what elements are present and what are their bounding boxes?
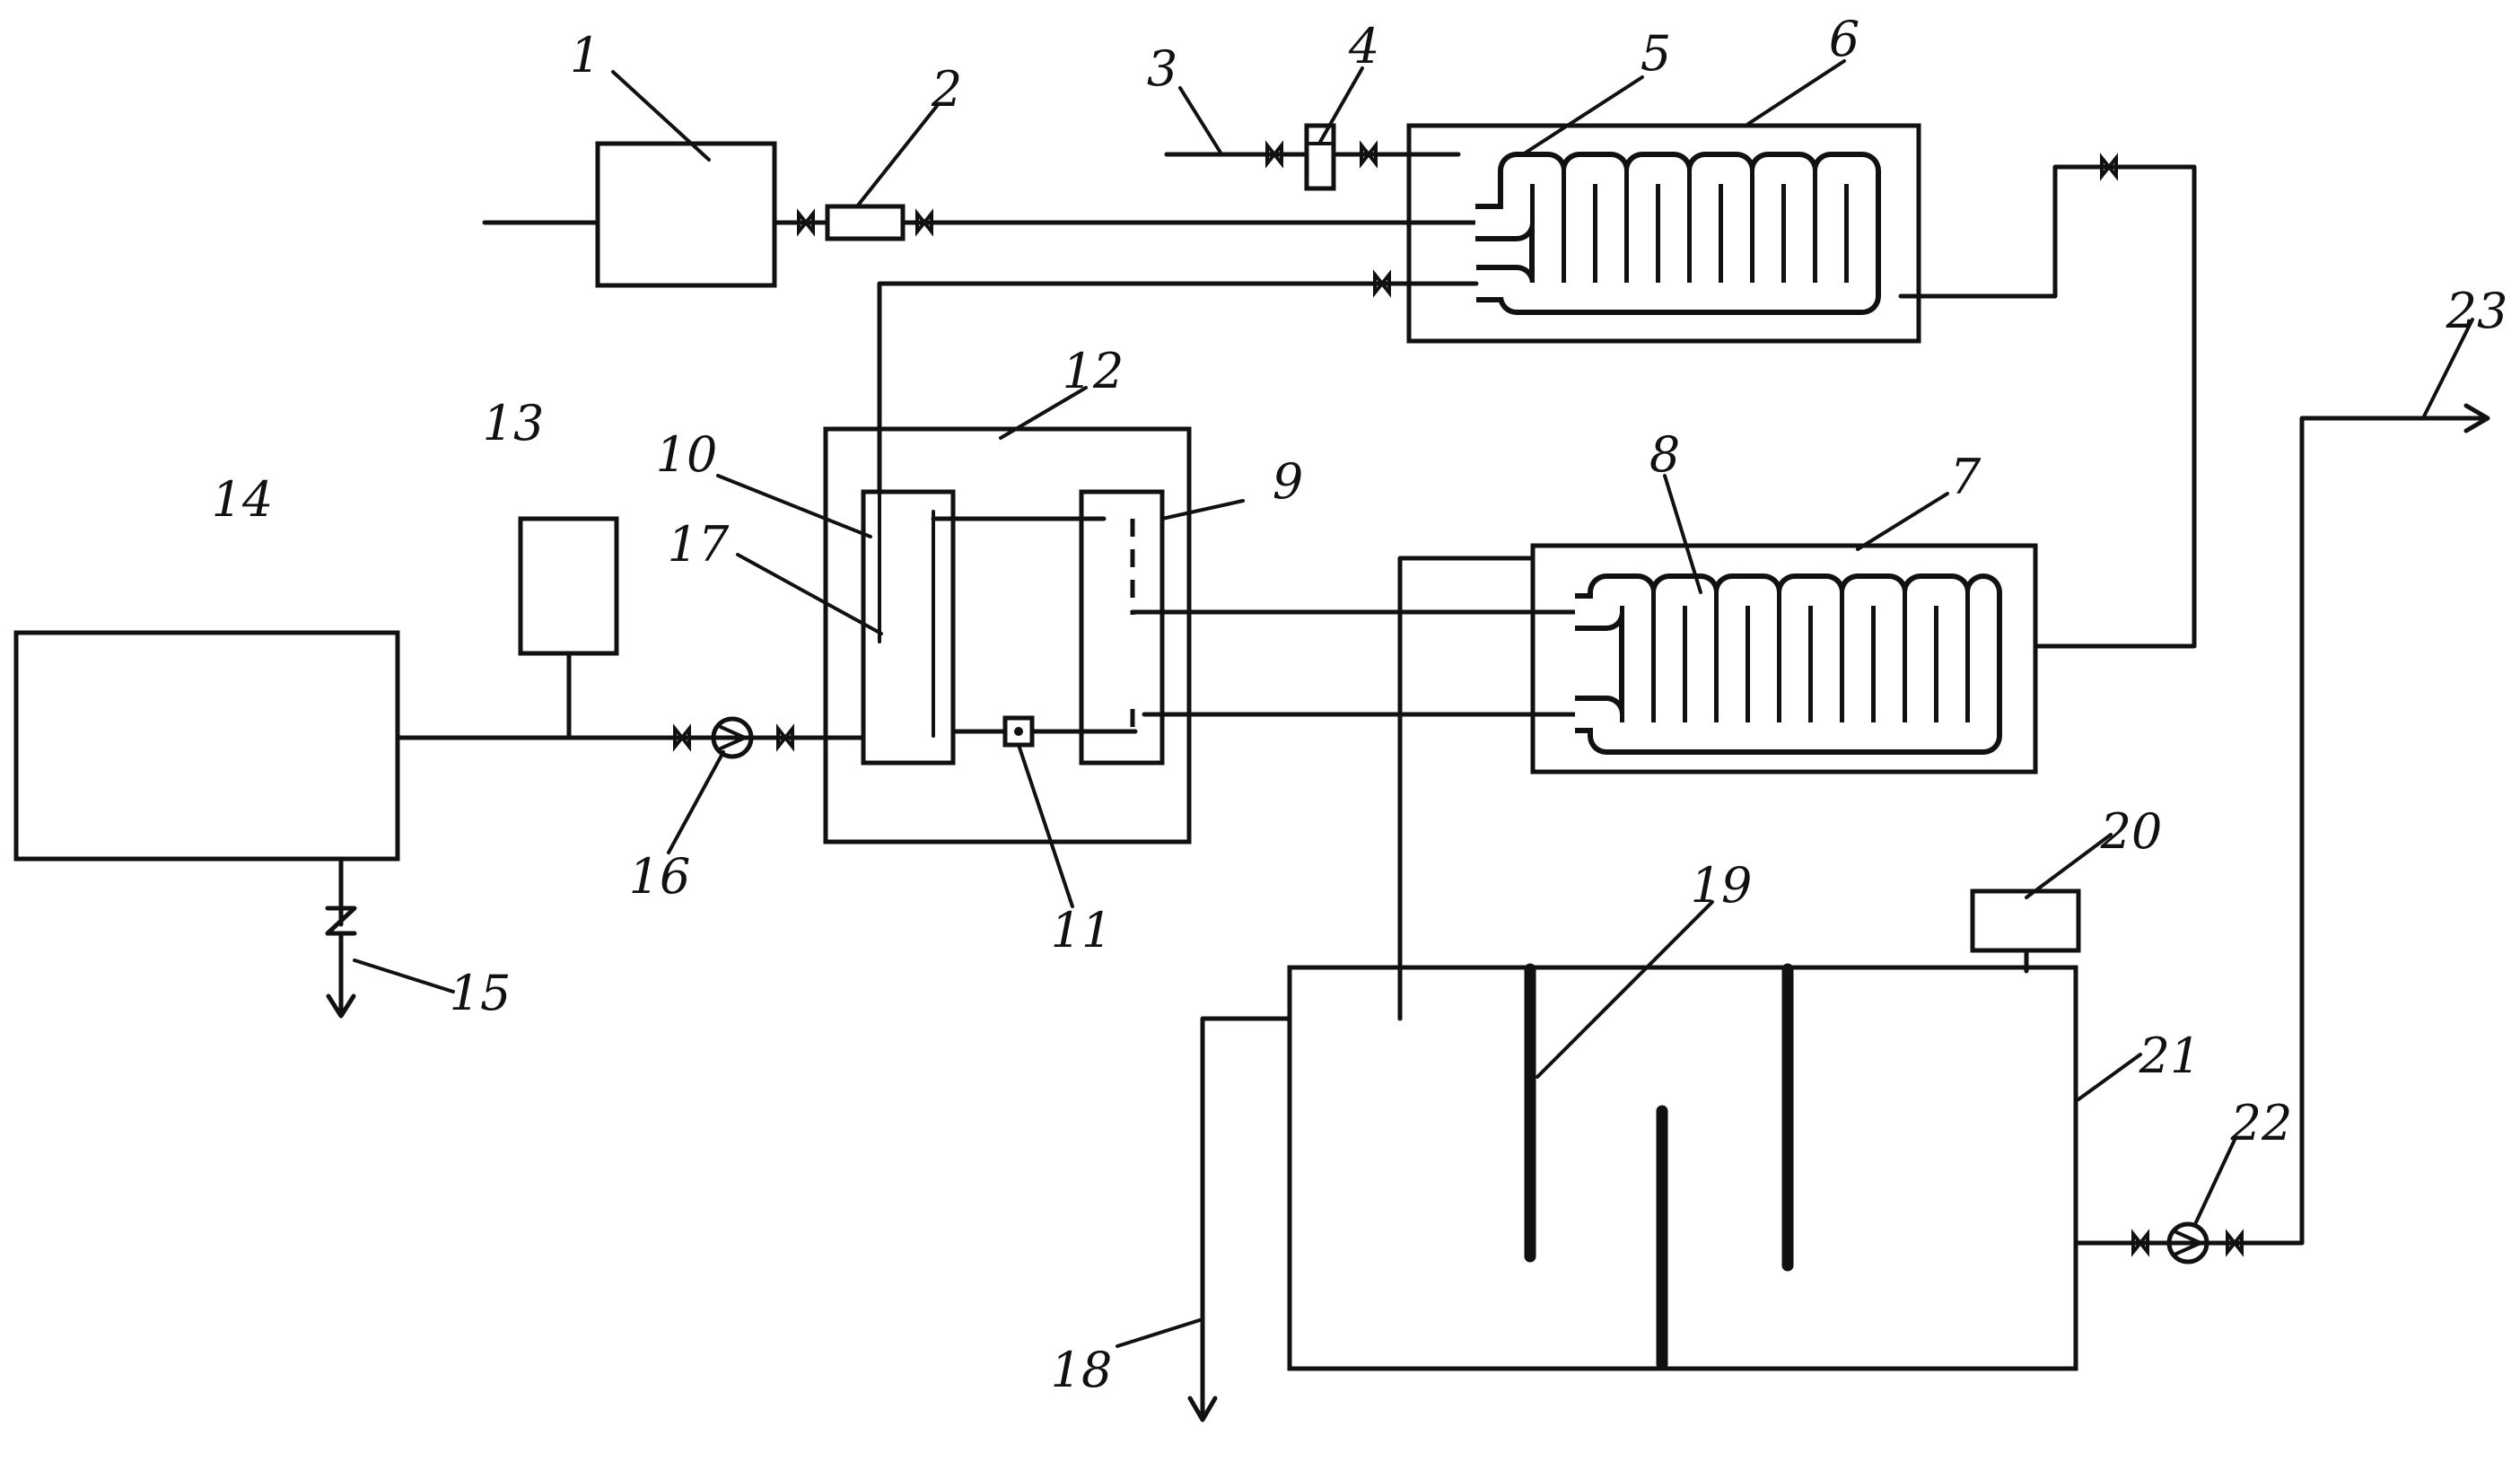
label-23: 23 <box>2446 283 2508 339</box>
label-14: 14 <box>212 471 274 528</box>
label-16: 16 <box>629 848 691 905</box>
label-8: 8 <box>1649 426 1680 483</box>
pipe-21-to-23 <box>2073 416 2489 1246</box>
label-18: 18 <box>1051 1342 1113 1398</box>
pipe-6-to-12 <box>877 281 1479 494</box>
outlet-18 <box>1200 1016 1292 1421</box>
heat-exchanger-6 <box>1406 123 1921 344</box>
label-13: 13 <box>483 395 545 451</box>
coil-5-inner <box>1475 157 1876 310</box>
pipe-7-to-21 <box>1397 556 1536 1021</box>
filter-2 <box>825 204 906 241</box>
label-10: 10 <box>656 426 718 483</box>
unit-14 <box>13 630 400 862</box>
label-3: 3 <box>1147 40 1177 97</box>
label-6: 6 <box>1829 11 1859 67</box>
pipe-6-to-7 <box>1898 164 2197 649</box>
label-2: 2 <box>931 61 962 118</box>
column-10 <box>861 489 956 766</box>
heat-exchanger-7 <box>1530 543 2038 775</box>
unit-13 <box>518 516 619 656</box>
label-21: 21 <box>2139 1028 2201 1084</box>
vessel-12 <box>823 426 1192 845</box>
label-1: 1 <box>570 27 600 83</box>
pump-16 <box>711 716 754 759</box>
label-9: 9 <box>1273 453 1303 510</box>
coil-8-inner <box>1575 579 1997 749</box>
pump-22 <box>2166 1221 2209 1265</box>
unit-20 <box>1970 888 2081 953</box>
column-9 <box>1079 489 1165 766</box>
arrow-23 <box>2463 403 2490 433</box>
label-5: 5 <box>1641 25 1671 82</box>
unit-1 <box>595 141 777 288</box>
label-15: 15 <box>450 965 512 1021</box>
label-12: 12 <box>1063 343 1124 399</box>
label-11: 11 <box>1051 902 1113 958</box>
label-17: 17 <box>668 516 730 573</box>
device-4 <box>1304 123 1336 191</box>
label-7: 7 <box>1950 449 1982 505</box>
label-22: 22 <box>2230 1095 2293 1151</box>
label-4: 4 <box>1348 18 1379 74</box>
label-19: 19 <box>1691 857 1753 914</box>
tank-21 <box>1287 965 2078 1371</box>
label-20: 20 <box>2100 803 2163 860</box>
leader-lines <box>353 59 2474 1348</box>
